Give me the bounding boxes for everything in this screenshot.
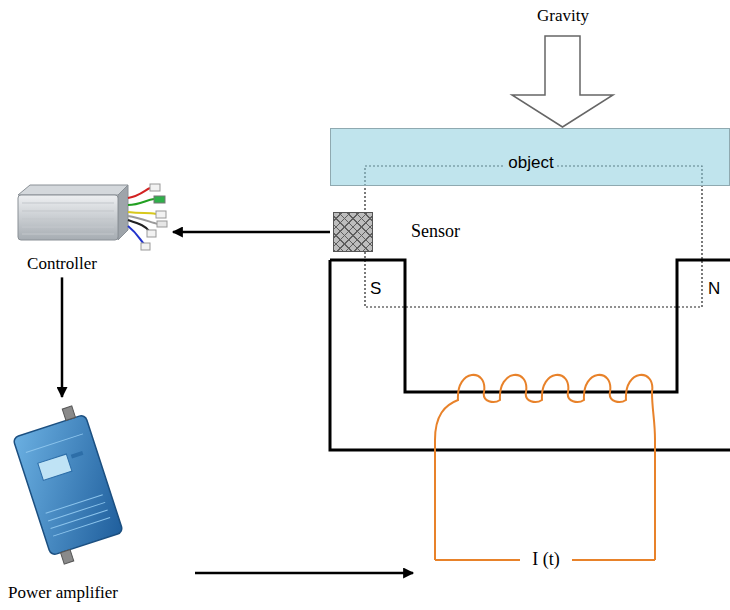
- amp-jack: [61, 550, 74, 565]
- node-label: object: [505, 153, 556, 173]
- signal-arrow: [61, 277, 64, 397]
- ecu-plug: [154, 196, 165, 203]
- part-label: N: [708, 279, 720, 299]
- ecu-fins: [22, 203, 114, 234]
- flux-path: [365, 166, 702, 307]
- amp-led: [71, 451, 84, 459]
- part-label: S: [370, 279, 381, 299]
- signal-arrow: [173, 231, 330, 234]
- ecu-plug: [141, 243, 150, 250]
- node-label: Power amplifier: [8, 583, 118, 603]
- node-label: Controller: [27, 254, 97, 274]
- ecu-plug: [156, 211, 166, 218]
- part-label: Gravity: [537, 6, 589, 26]
- weight-arrow: [512, 36, 613, 127]
- ecu-wire: [128, 188, 150, 198]
- amp-ribs: [26, 434, 110, 536]
- ecu-plug: [150, 184, 160, 191]
- ecu-plug: [147, 230, 156, 237]
- ecu-picture: [18, 184, 167, 250]
- part-label: I (t): [530, 549, 561, 571]
- drive-arrow: [195, 572, 413, 575]
- ecu-unit: Controller: [12, 182, 170, 274]
- ecu-plug: [157, 221, 167, 227]
- hall-probe: Sensor: [333, 212, 373, 252]
- ecu-side: [118, 185, 128, 240]
- amp-picture: [9, 403, 127, 567]
- load-plate: object: [330, 128, 730, 186]
- ecu-wire: [128, 216, 158, 224]
- ecu-top: [18, 185, 128, 195]
- amp-display: [38, 454, 72, 480]
- magnet-core: [330, 260, 730, 450]
- ecu-front: [18, 195, 118, 240]
- amp-jack: [62, 406, 75, 421]
- magnet-core: [330, 260, 730, 392]
- ecu-wire: [128, 226, 144, 244]
- ecu-wire: [128, 199, 154, 205]
- node-label: Sensor: [411, 221, 460, 243]
- coil-winding: [435, 375, 655, 560]
- amp-unit: Power amplifier: [8, 400, 128, 603]
- amp-body: [13, 414, 124, 555]
- ecu-wire: [128, 212, 156, 214]
